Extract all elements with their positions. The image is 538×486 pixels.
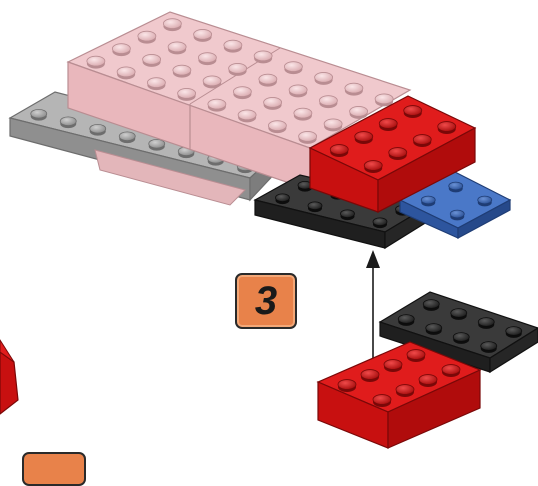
red-brick-loose-studs	[337, 349, 461, 407]
stud-top	[59, 116, 77, 127]
stud-top	[383, 359, 403, 370]
stud-top	[505, 326, 523, 336]
stud-top	[337, 379, 357, 390]
stud-top	[111, 43, 131, 54]
stud-top	[412, 134, 432, 145]
stud-top	[307, 201, 323, 210]
stud-top	[388, 147, 408, 158]
stud-top	[378, 118, 398, 129]
stud-top	[172, 64, 192, 76]
build-illustration	[0, 11, 538, 449]
stud-top	[318, 95, 338, 106]
stud-top	[197, 52, 217, 63]
stud-top	[283, 61, 303, 72]
stud-top	[253, 50, 273, 62]
stud-top	[441, 364, 461, 375]
stud-top	[258, 73, 278, 85]
stud-top	[477, 317, 495, 327]
stud-top	[360, 369, 380, 380]
stud-top	[437, 121, 457, 132]
stud-top	[86, 55, 106, 67]
stud-top	[275, 193, 290, 202]
stud-top	[193, 29, 213, 40]
red-brick-partial-left	[0, 339, 19, 415]
stud-top	[340, 209, 355, 218]
stud-top	[137, 30, 157, 42]
stud-top	[354, 131, 374, 142]
red-brick-attached-studs	[329, 105, 457, 173]
stud-top	[293, 107, 313, 119]
stud-top	[403, 105, 423, 116]
stud-top	[422, 299, 440, 309]
stud-top	[450, 308, 468, 318]
stud-top	[406, 349, 426, 360]
stud-top	[228, 63, 248, 74]
stud-top	[162, 18, 182, 29]
stud-top	[237, 109, 257, 121]
stud-top	[146, 77, 166, 88]
stud-top	[223, 39, 243, 51]
stud-top	[448, 181, 464, 191]
stud-top	[480, 341, 498, 351]
stud-top	[89, 123, 107, 134]
stud-top	[298, 131, 318, 142]
stud-top	[142, 54, 162, 65]
stud-top	[372, 217, 388, 226]
stud-top	[148, 138, 166, 149]
black-plate-loose-studs	[397, 299, 523, 353]
stud-top	[449, 209, 465, 219]
stud-top	[363, 160, 383, 171]
stud-top	[118, 131, 136, 142]
stud-top	[329, 144, 349, 155]
stud-top	[177, 88, 197, 99]
next-step-badge	[22, 452, 86, 486]
red-brick-loose	[316, 341, 482, 449]
stud-top	[418, 374, 438, 385]
blue-plate-studs	[420, 181, 493, 221]
stud-top	[452, 332, 470, 342]
step-number: 3	[254, 278, 278, 323]
stud-top	[344, 82, 364, 94]
instruction-page: 3	[0, 11, 538, 486]
stud-top	[420, 195, 436, 205]
stud-top	[232, 86, 252, 97]
stud-top	[202, 75, 222, 87]
stud-top	[395, 384, 415, 395]
stud-top	[374, 93, 394, 105]
stud-top	[314, 72, 334, 83]
stud-top	[30, 108, 48, 119]
stud-top	[397, 314, 415, 324]
pink-bricks	[66, 11, 412, 191]
stud-top	[372, 394, 392, 405]
stud-top	[477, 195, 493, 205]
stud-top	[207, 98, 227, 110]
stud-top	[349, 106, 369, 117]
stud-top	[167, 41, 187, 53]
pink-underside	[94, 149, 246, 206]
black-plate-loose	[378, 291, 538, 374]
pink-brick-studs	[86, 18, 394, 144]
stud-top	[323, 118, 343, 130]
red-brick-attached	[308, 95, 477, 213]
stud-top	[425, 323, 443, 333]
stud-top	[267, 120, 287, 131]
stud-top	[263, 97, 283, 108]
stud-top	[288, 84, 308, 96]
step-number-badge: 3	[235, 273, 297, 329]
stud-top	[116, 66, 136, 78]
